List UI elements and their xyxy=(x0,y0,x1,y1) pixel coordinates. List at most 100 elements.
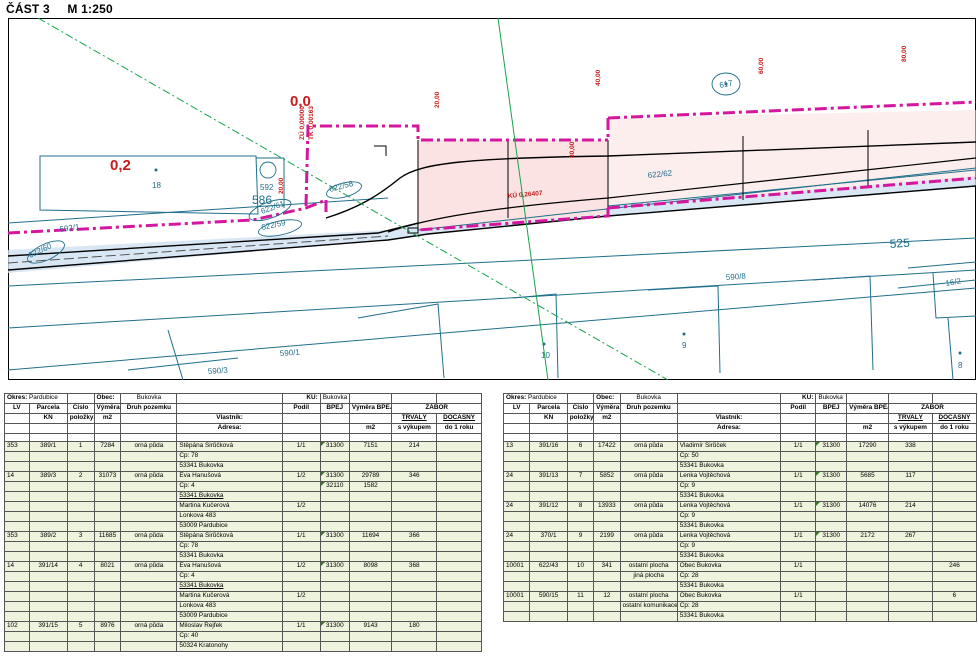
parcela-cell: 622/43 xyxy=(529,561,568,572)
podil-cell xyxy=(281,481,321,492)
vymera-bpej-cell xyxy=(348,551,393,562)
docasny-cell xyxy=(436,631,482,642)
parcela-cell xyxy=(529,601,568,612)
table-row: Čp: 78 xyxy=(4,541,482,552)
podil-cell xyxy=(780,541,817,552)
cislo-cell: 6 xyxy=(566,441,595,452)
bpej-cell: 32110 xyxy=(319,481,350,492)
lv-cell xyxy=(4,541,30,552)
cislo-cell xyxy=(566,511,595,522)
druh-cell xyxy=(120,591,178,602)
podil-cell xyxy=(281,581,321,592)
bpej-cell xyxy=(319,571,350,582)
lv-cell xyxy=(502,491,531,502)
vymera-cell xyxy=(93,591,122,602)
docasny-cell xyxy=(931,471,978,482)
podil-cell xyxy=(780,551,817,562)
parcela-cell: 391/15 xyxy=(28,621,68,632)
vymera-cell: 2199 xyxy=(593,531,621,542)
parcela-cell: 391/14 xyxy=(28,561,68,572)
header-cell xyxy=(120,423,178,434)
lv-cell xyxy=(4,591,30,602)
podil-cell xyxy=(780,511,817,522)
podil-cell: 1/1 xyxy=(281,531,321,542)
docasny-cell xyxy=(931,501,978,512)
trvaly-cell xyxy=(391,581,438,592)
podil-cell xyxy=(281,461,321,472)
lv-cell xyxy=(4,601,30,612)
druh-cell xyxy=(120,601,178,612)
docasny-cell xyxy=(436,511,482,522)
lv-cell xyxy=(4,641,30,652)
lv-cell xyxy=(502,511,531,522)
parcela-cell xyxy=(28,501,68,512)
zabor-header: ZÁBOR xyxy=(887,403,978,414)
vymera-bpej-cell xyxy=(348,451,393,462)
vymera-bpej-cell xyxy=(348,591,393,602)
podil-cell xyxy=(281,611,321,622)
trvaly-cell: 338 xyxy=(887,441,933,452)
vymera-bpej-cell xyxy=(348,491,393,502)
druh-cell xyxy=(120,571,178,582)
docasny-cell xyxy=(436,481,482,492)
vymera-cell xyxy=(593,451,621,462)
cislo-cell xyxy=(66,521,95,532)
podil-cell xyxy=(281,571,321,582)
header-cell xyxy=(619,413,678,424)
vymera-bpej-cell: 29789 xyxy=(348,471,393,482)
bpej-cell xyxy=(319,631,350,642)
trvaly-cell xyxy=(887,611,933,622)
parcel-16-2: 16/2 xyxy=(945,276,962,288)
trvaly-cell xyxy=(887,551,933,562)
vymera-cell: 31073 xyxy=(93,471,122,482)
header-cell: Podíl xyxy=(780,403,817,414)
header-cell: Parcela xyxy=(28,403,68,414)
header-cell xyxy=(502,413,531,424)
docasny-cell xyxy=(931,521,978,532)
podil-cell xyxy=(281,631,321,642)
docasny-cell xyxy=(436,611,482,622)
trvaly-cell: 180 xyxy=(391,621,438,632)
docasny-cell xyxy=(436,591,482,602)
scale-label: M 1:250 xyxy=(67,2,113,16)
zabor-header: ZÁBOR xyxy=(391,403,482,414)
header-cell: m2 xyxy=(846,423,889,434)
druh-cell: orná půda xyxy=(619,531,678,542)
parcela-cell xyxy=(28,641,68,652)
header-cell: m2 xyxy=(593,413,621,424)
owner-cell: Lenka Vojtěchová xyxy=(676,471,782,482)
header-cell: Výměra xyxy=(593,403,621,414)
owner-cell: 53341 Bukovka xyxy=(176,581,283,592)
lv-cell xyxy=(502,521,531,532)
podil-cell xyxy=(780,601,817,612)
druh-cell: orná půda xyxy=(120,471,178,482)
druh-cell xyxy=(619,511,678,522)
parcela-cell xyxy=(28,591,68,602)
bpej-cell xyxy=(815,451,848,462)
lv-cell xyxy=(502,581,531,592)
header-cell xyxy=(319,413,350,424)
vymera-cell xyxy=(93,631,122,642)
druh-cell xyxy=(120,521,178,532)
parcel-590-1: 590/1 xyxy=(280,348,301,358)
cadastral-map[interactable]: 0,0 0,2 TK 0,00163 ZÚ 0,00000 20,00 40,0… xyxy=(8,18,976,380)
distance-60: 60,00 xyxy=(758,57,765,74)
lv-cell xyxy=(4,511,30,522)
trvaly-cell xyxy=(391,601,438,612)
parcel-callouts xyxy=(27,72,741,264)
parcela-cell xyxy=(28,481,68,492)
docasny-cell xyxy=(931,511,978,522)
table-cell xyxy=(120,433,178,442)
building-18 xyxy=(39,155,259,215)
lv-cell: 14 xyxy=(4,471,30,482)
property-boundary xyxy=(8,100,976,235)
vymera-cell: 341 xyxy=(593,561,621,572)
podil-cell xyxy=(780,571,817,582)
trvaly-cell xyxy=(887,601,933,612)
docasny-cell xyxy=(436,451,482,462)
distance-80b: 80,00 xyxy=(569,141,576,158)
